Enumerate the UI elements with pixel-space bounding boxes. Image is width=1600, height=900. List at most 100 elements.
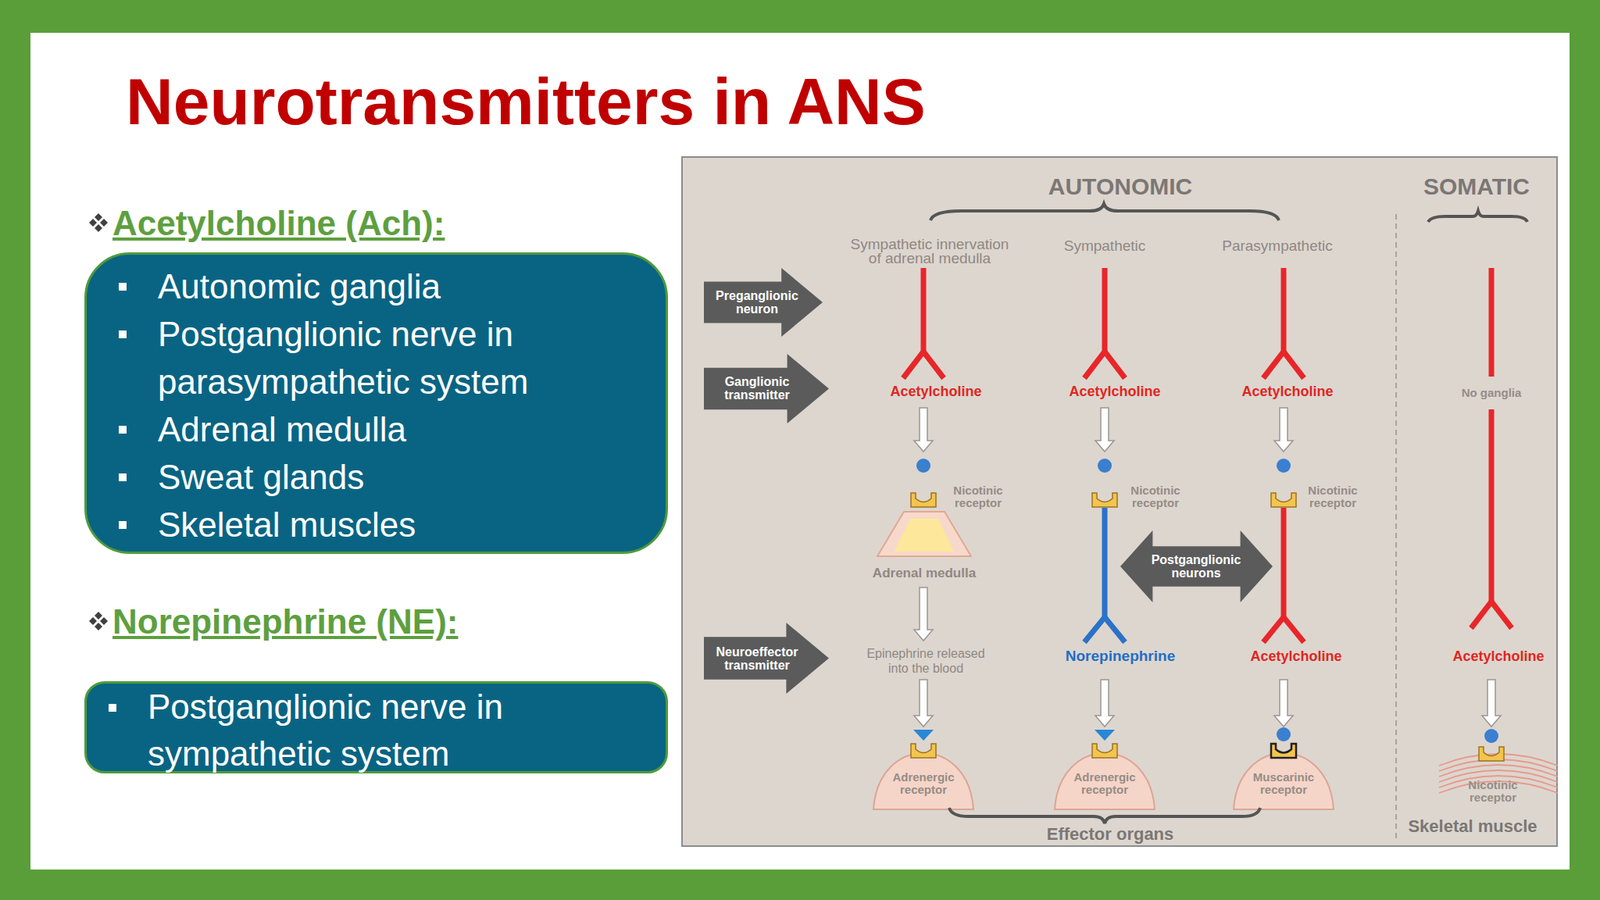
bullet-diamond [94, 622, 103, 631]
acetylcholine-molecule [1276, 458, 1291, 473]
receptor-cup [1092, 492, 1118, 508]
skeletal-muscle: Nicotinic receptorSkeletal muscle [1435, 742, 1561, 836]
node-label: Nicotinic receptor [1461, 778, 1525, 804]
receptor-cup [1092, 743, 1118, 758]
axon-terminal [1084, 351, 1125, 379]
somatic-neuron [1489, 409, 1495, 604]
diagram-label: Effector organs [1016, 825, 1204, 844]
acetylcholine-molecule [1276, 727, 1291, 742]
brace [949, 807, 1261, 824]
cell-membrane [1233, 753, 1334, 810]
bullet-item: Autonomic ganglia [157, 262, 627, 311]
effector-receptor: Adrenergic receptor [1051, 743, 1158, 811]
axon-terminal [1263, 351, 1304, 379]
release-arrow [1482, 679, 1501, 727]
diagram-label: Acetylcholine [1439, 648, 1558, 665]
catecholamine-molecule [913, 729, 934, 741]
bullet-item: Postganglionic nerve in parasympathetic … [157, 310, 627, 406]
postganglionic-neuron [1102, 507, 1108, 619]
bullet-diamond [94, 213, 103, 222]
bullet-diamond [89, 218, 97, 227]
gland-shape [877, 511, 972, 557]
diagram-label: Nicotinic receptor [1126, 484, 1186, 510]
axon-terminal [1084, 617, 1125, 643]
acetylcholine-molecule [1097, 458, 1112, 473]
gland-core [894, 518, 954, 552]
diagram-label: Sympathetic [1026, 239, 1183, 254]
diagram-label: Nicotinic receptor [949, 484, 1008, 510]
node-label: Adrenal medulla [857, 565, 991, 581]
preganglionic-neuron [1102, 267, 1108, 354]
bullet-item: Sweat glands [157, 453, 627, 501]
arrow-tag: Preganglionic neuron [703, 267, 823, 337]
panel-heading: SOMATIC [1398, 174, 1555, 200]
divider-line [1395, 214, 1397, 840]
receptor-cup [1271, 492, 1297, 508]
diagram-label: Acetylcholine [873, 383, 999, 400]
double-arrow-shape [1120, 530, 1273, 603]
release-arrow [914, 587, 933, 641]
bullet-item: Adrenal medulla [157, 405, 627, 454]
acetylcholine-molecule [916, 458, 931, 473]
release-arrow [1095, 679, 1115, 727]
brace [1428, 210, 1528, 222]
diagram-label: Acetylcholine [1225, 383, 1350, 400]
bullet-diamond [89, 617, 97, 625]
axon-terminal [903, 351, 944, 379]
arrow-tag: Ganglionic transmitter [703, 353, 829, 424]
receptor-cup [1478, 746, 1504, 761]
slide-title: Neurotransmitters in ANS [125, 68, 926, 135]
bullet-diamond [94, 224, 103, 233]
diagram-label: Sympathetic innervation of adrenal medul… [846, 237, 1013, 266]
acetylcholine-molecule [1484, 728, 1499, 743]
receptor-cup [1271, 743, 1297, 758]
receptor-cup [910, 743, 936, 758]
axon-terminal [1263, 617, 1304, 643]
arrow-shape [703, 267, 823, 337]
section-heading: Norepinephrine (NE): [112, 604, 458, 640]
cell-membrane [1054, 753, 1155, 810]
panel-heading: AUTONOMIC [1018, 174, 1222, 200]
arrow-shape [703, 353, 829, 424]
release-arrow [1095, 407, 1115, 452]
text-box: Norepinephrine (NE):Postganglionic nerve… [84, 681, 668, 774]
diagram-label: Norepinephrine [1053, 648, 1187, 665]
adrenal-medulla: Adrenal medulla [869, 507, 979, 586]
bullet-diamond [100, 617, 108, 625]
release-arrow [1274, 407, 1293, 452]
effector-receptor: Adrenergic receptor [870, 743, 977, 811]
node-label: Adrenergic receptor [1065, 771, 1144, 797]
somatic-neuron [1489, 267, 1495, 377]
preganglionic-neuron [921, 267, 927, 354]
section-heading: Acetylcholine (Ach): [112, 206, 445, 241]
release-arrow [914, 679, 933, 727]
diagram-label: Epinephrine released into the blood [861, 646, 991, 676]
axon-terminal [1471, 601, 1512, 629]
bullet-diamond [94, 611, 103, 620]
arrow-tag: Neuroeffector transmitter [703, 622, 829, 694]
diagram-label: Nicotinic receptor [1303, 484, 1363, 510]
node-label: Skeletal muscle [1378, 817, 1567, 836]
diagram-label: No ganglia [1444, 386, 1539, 400]
node-label: Muscarinic receptor [1244, 771, 1323, 797]
bullet-item: Postganglionic nerve in sympathetic syst… [147, 683, 656, 778]
node-label: Postganglionic neurons [1148, 553, 1244, 580]
release-arrow [914, 407, 933, 452]
bullet-diamond [100, 218, 108, 227]
node-label: Preganglionic neuron [713, 289, 801, 316]
effector-receptor: Muscarinic receptor [1230, 743, 1337, 811]
illustration-panel: AUTONOMIC SOMATIC Preganglionic neuronGang… [681, 156, 1558, 847]
node-label: Adrenergic receptor [884, 771, 963, 797]
postganglionic-neuron [1281, 507, 1287, 619]
cell-membrane [873, 753, 974, 810]
brace [930, 203, 1279, 221]
arrow-shape [703, 622, 829, 694]
diagram-label: Acetylcholine [1052, 383, 1178, 400]
node-label: Neuroeffector transmitter [713, 645, 801, 672]
release-arrow [1274, 679, 1293, 727]
preganglionic-neuron [1281, 267, 1287, 354]
diagram-label: Acetylcholine [1233, 648, 1359, 665]
bullet-item: Skeletal muscles [157, 500, 627, 549]
catecholamine-molecule [1094, 729, 1115, 741]
